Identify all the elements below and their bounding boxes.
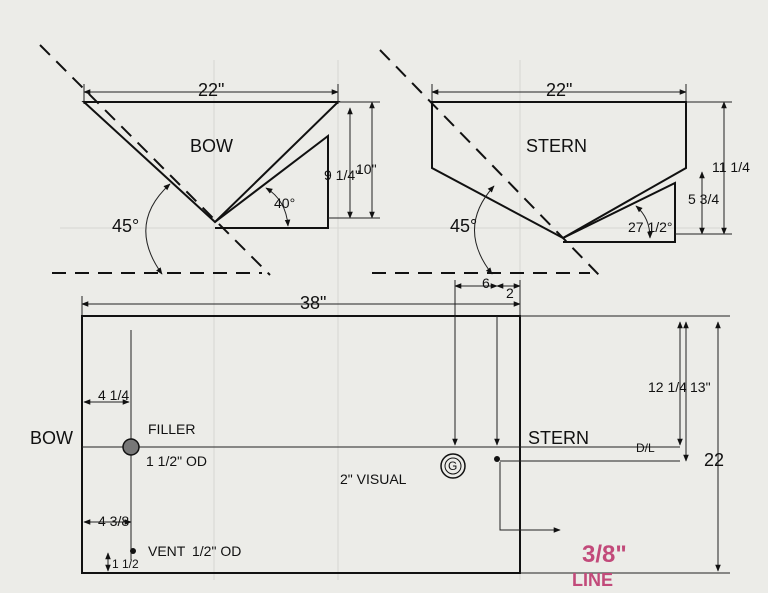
stern-rake-arc xyxy=(474,185,495,275)
bow-outline xyxy=(81,101,341,224)
gauge-label: 2" VISUAL xyxy=(340,471,407,487)
stern-outline xyxy=(431,101,687,240)
bow-cut-triangle xyxy=(214,133,329,229)
bow-angle-arc xyxy=(265,187,291,227)
bow-height-outer-label: 10" xyxy=(356,161,377,177)
stern-title: STERN xyxy=(526,136,587,156)
vent-fitting-icon xyxy=(130,548,136,554)
bow-end-label: BOW xyxy=(30,428,73,448)
vent-offset-x-label: 4 3/8 xyxy=(98,513,129,529)
stern-dashed-diagonal xyxy=(379,49,601,277)
gauge-symbol: G xyxy=(448,459,457,473)
gauge-outer-ring xyxy=(440,453,466,479)
stern-height-outer-label: 11 1/4 xyxy=(712,159,750,175)
line-fitting-icon xyxy=(494,456,500,462)
side-label: D/L xyxy=(636,441,655,455)
bow-rake-arc xyxy=(145,183,171,275)
line-note: 3/8" LINE xyxy=(572,541,627,590)
plan-width-label: 22 xyxy=(704,450,724,470)
gauge-offset-label: 6 xyxy=(482,275,490,291)
tank-plan-outline xyxy=(81,315,521,574)
centerline-label-b: 13" xyxy=(690,379,711,395)
filler-label: FILLER xyxy=(148,421,195,437)
stern-end-label: STERN xyxy=(528,428,589,448)
plan-length-label: 38" xyxy=(300,293,326,313)
stern-width-label: 22" xyxy=(546,80,572,100)
stern-angle-arc xyxy=(635,205,653,239)
stern-angle-cut-label: 27 1/2° xyxy=(628,219,673,235)
line-note-fraction: 3/8" xyxy=(582,541,627,568)
paper-grid xyxy=(60,60,720,580)
vent-label: VENT xyxy=(148,543,186,559)
filler-size-label: 1 1/2" OD xyxy=(146,453,207,469)
bow-angle-rake-label: 45° xyxy=(112,216,139,236)
stern-cut-triangle xyxy=(562,181,676,243)
bow-title: BOW xyxy=(190,136,233,156)
bow-height-inner-label: 9 1/4" xyxy=(324,167,360,183)
line-offset-label: 2 xyxy=(506,285,514,301)
stern-section: 22" STERN 5 3/4 11 1/4 27 1/2° 45° xyxy=(372,49,750,277)
bow-section: 22" BOW 9 1/4" 10" 40° 45° xyxy=(39,44,380,276)
bow-angle-cut-label: 40° xyxy=(274,195,295,211)
stern-height-inner-label: 5 3/4 xyxy=(688,191,719,207)
vent-size-label: 1/2" OD xyxy=(192,543,241,559)
centerline-label-a: 12 1/4 xyxy=(648,379,687,395)
vent-offset-y-label: 1 1/2 xyxy=(112,557,139,571)
filler-fitting-icon xyxy=(122,438,140,456)
gauge-icon xyxy=(444,457,462,475)
line-note-text: LINE xyxy=(572,570,613,590)
line-leader xyxy=(499,462,561,533)
bow-width-label: 22" xyxy=(198,80,224,100)
filler-offset-label: 4 1/4 xyxy=(98,387,129,403)
bow-dashed-diagonal xyxy=(39,44,271,276)
stern-angle-rake-label: 45° xyxy=(450,216,477,236)
plan-view: 38" 6 2 12 1/4 13" 22 BOW STERN D/L 4 1/… xyxy=(30,275,730,574)
